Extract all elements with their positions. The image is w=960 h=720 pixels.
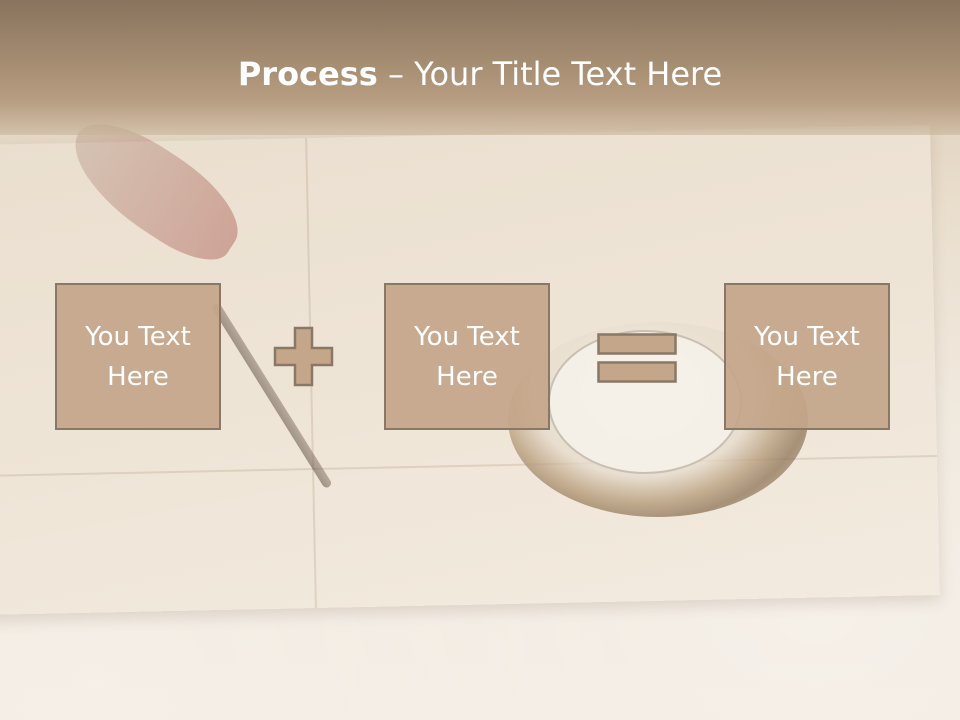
slide-title-bold: Process	[237, 55, 378, 93]
process-step-box-3[interactable]: You Text Here	[724, 283, 890, 430]
equals-icon	[597, 333, 677, 383]
process-step-text-2: You Text Here	[414, 321, 520, 392]
slide-title[interactable]: Process – Your Title Text Here	[0, 52, 960, 96]
process-step-box-2[interactable]: You Text Here	[384, 283, 550, 430]
paper-fold-line	[0, 454, 937, 477]
title-bar	[0, 0, 960, 135]
process-step-text-3: You Text Here	[754, 321, 860, 392]
slide-title-rest: – Your Title Text Here	[377, 55, 723, 93]
plus-icon	[273, 326, 334, 387]
process-step-text-1: You Text Here	[85, 321, 191, 392]
process-step-box-1[interactable]: You Text Here	[55, 283, 221, 430]
